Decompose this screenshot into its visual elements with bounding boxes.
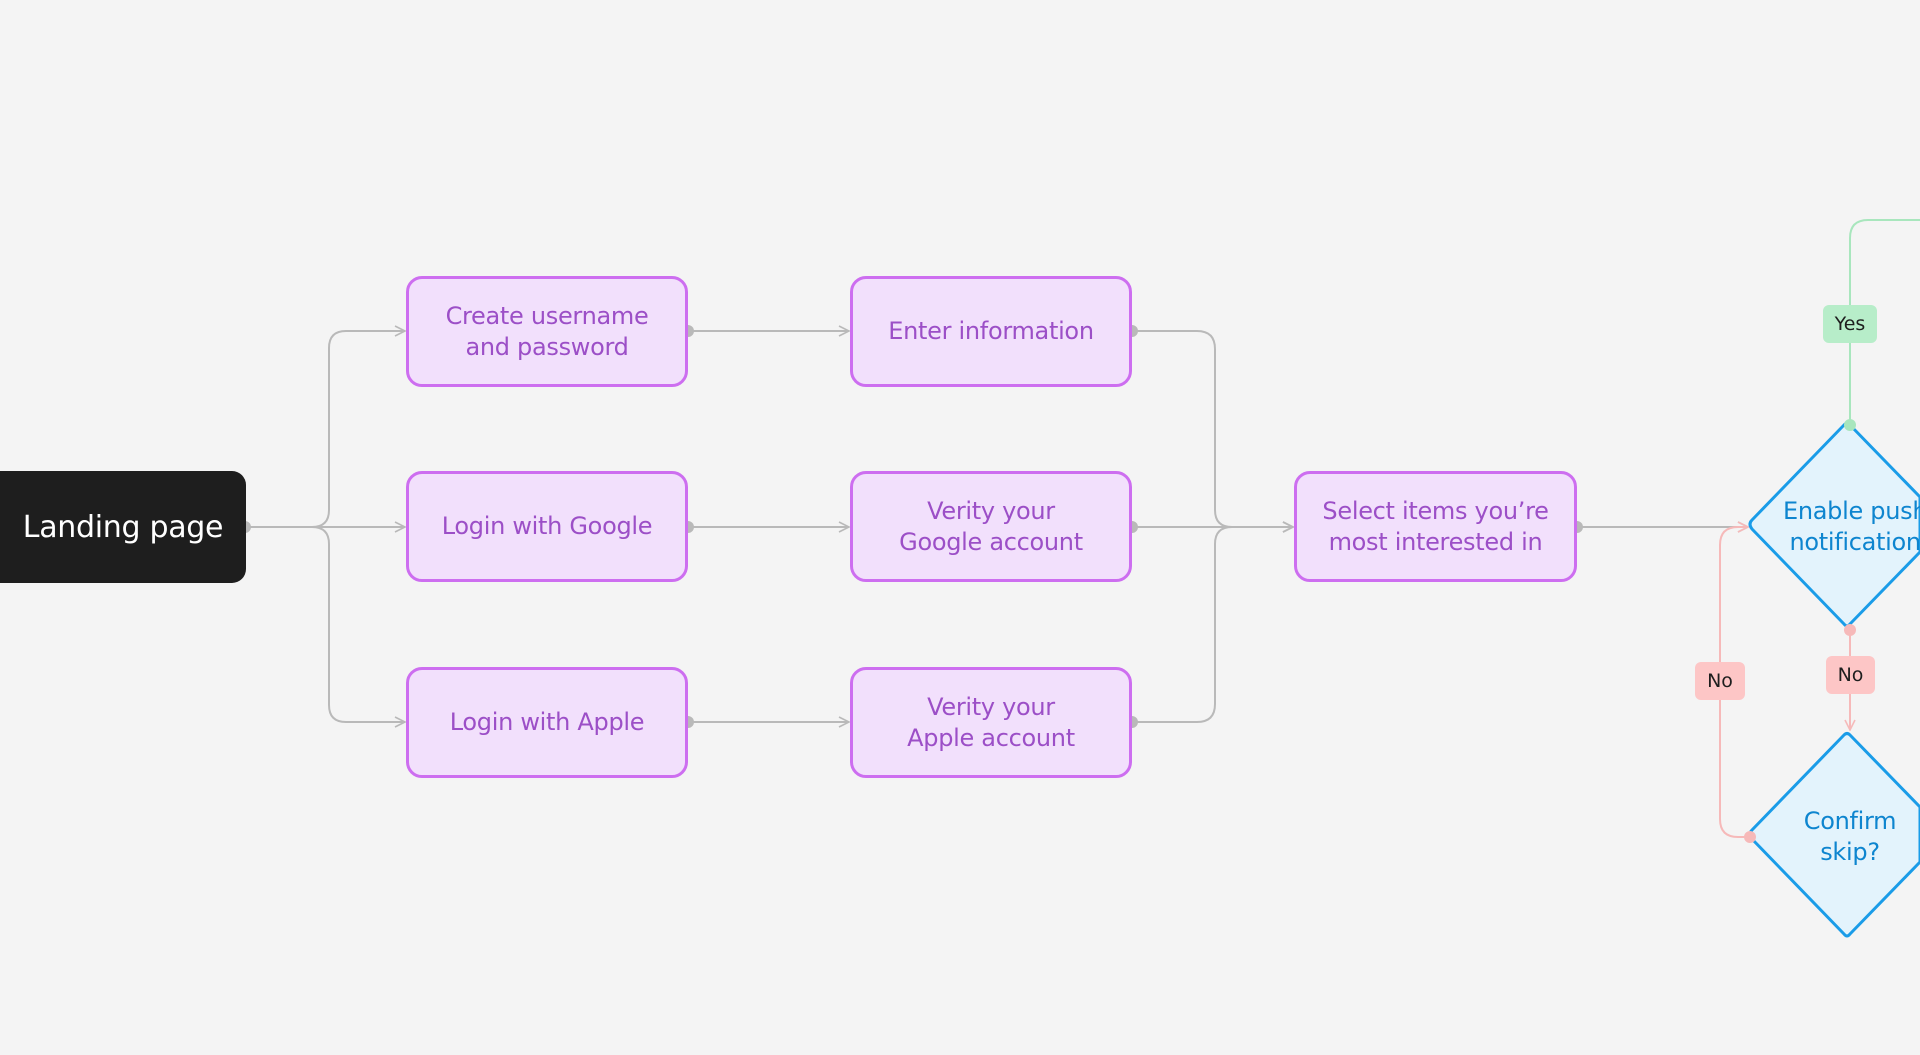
enter-information-label: Enter information xyxy=(888,317,1094,345)
enable-push-label: Enable push notification xyxy=(1783,497,1920,556)
verify-google-node[interactable]: Verity your Google account xyxy=(850,471,1132,582)
enter-information-node[interactable]: Enter information xyxy=(850,276,1132,387)
select-items-node[interactable]: Select items you’re most interested in xyxy=(1294,471,1577,582)
edge-landing-to-apple xyxy=(245,526,405,722)
confirm-skip-label: Confirm skip? xyxy=(1803,807,1897,866)
landing-page-node[interactable]: Landing page xyxy=(0,471,246,583)
select-items-label: Select items you’re most interested in xyxy=(1322,496,1549,556)
login-apple-label: Login with Apple xyxy=(449,708,645,736)
no-label-text-confirm: No xyxy=(1707,670,1733,692)
create-username-label: Create username and password xyxy=(445,301,649,361)
login-apple-node[interactable]: Login with Apple xyxy=(406,667,688,778)
edge-landing-to-create xyxy=(245,331,405,528)
edge-verify-apple-to-select xyxy=(1132,527,1293,723)
yes-edge-label: Yes xyxy=(1823,305,1877,343)
enable-push-label-box: Enable push notification xyxy=(1765,490,1920,564)
verify-apple-label: Verity your Apple account xyxy=(907,692,1075,752)
landing-page-label: Landing page xyxy=(22,509,224,545)
edge-enter-to-select xyxy=(1132,330,1293,527)
confirm-skip-label-box: Confirm skip? xyxy=(1790,800,1910,874)
no-label-text-push: No xyxy=(1837,664,1864,686)
verify-google-label: Verity your Google account xyxy=(899,496,1083,556)
no-edge-label-confirm: No xyxy=(1695,662,1745,700)
login-google-node[interactable]: Login with Google xyxy=(406,471,688,582)
verify-apple-node[interactable]: Verity your Apple account xyxy=(850,667,1132,778)
login-google-label: Login with Google xyxy=(441,512,653,540)
no-edge-label-push: No xyxy=(1826,656,1875,694)
yes-label-text: Yes xyxy=(1834,313,1866,335)
create-username-node[interactable]: Create username and password xyxy=(406,276,688,387)
